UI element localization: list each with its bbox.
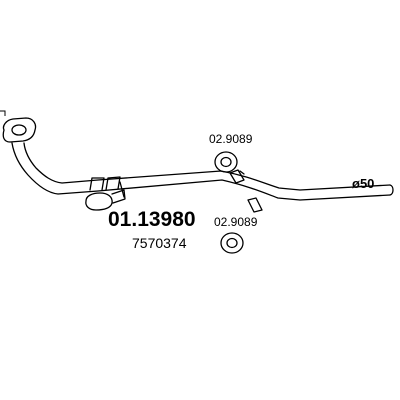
gasket-top-label: 02.9089 xyxy=(209,132,253,146)
gasket-ring-bottom xyxy=(220,232,244,254)
part-number: 01.13980 xyxy=(108,208,196,231)
middle-flange xyxy=(85,176,126,211)
gasket-ring-top xyxy=(214,151,238,173)
oem-number: 7570374 xyxy=(132,235,187,251)
diameter-label: ø50 xyxy=(352,176,374,191)
rear-bracket xyxy=(229,169,263,213)
front-flange xyxy=(0,110,37,143)
exhaust-pipe xyxy=(11,142,394,201)
gasket-bottom-label: 02.9089 xyxy=(214,215,258,229)
